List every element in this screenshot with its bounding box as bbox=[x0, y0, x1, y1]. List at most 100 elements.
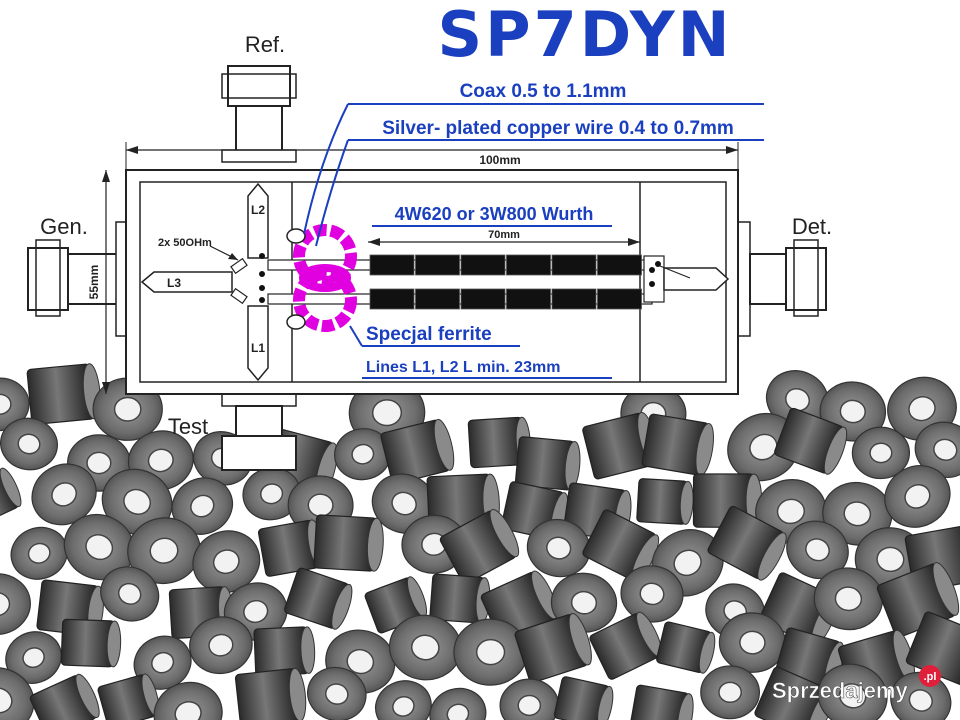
ferrite-sleeve bbox=[506, 288, 551, 310]
watermark-suffix: .pl bbox=[924, 671, 937, 683]
ferrite-bead bbox=[514, 436, 581, 491]
label-lines: Lines L1, L2 L min. 23mm bbox=[366, 359, 560, 376]
ferrite-bead bbox=[101, 468, 173, 536]
ferrite-bead bbox=[813, 567, 884, 631]
ferrite-bead bbox=[822, 481, 893, 546]
ferrite-sleeve bbox=[369, 288, 415, 310]
label-l1: L1 bbox=[251, 341, 265, 355]
ferrite-sleeves bbox=[369, 254, 642, 310]
ferrite-beads-photo bbox=[0, 363, 960, 720]
det-terminal bbox=[643, 255, 730, 303]
ferrite-bead bbox=[620, 565, 684, 623]
ferrite-sleeve bbox=[551, 288, 597, 310]
ref-connector bbox=[221, 65, 297, 163]
dimension-height bbox=[102, 170, 110, 394]
ferrite-bead bbox=[0, 417, 58, 471]
ferrite-bead bbox=[189, 616, 253, 675]
diagram: SP7DYN Ref. Test Gen. bbox=[27, 0, 832, 471]
ferrite-bead bbox=[334, 428, 392, 481]
ferrite-bead bbox=[127, 517, 201, 585]
ferrite-sleeve bbox=[415, 254, 460, 276]
ferrite-bead bbox=[29, 673, 100, 720]
ferrite-bead bbox=[429, 687, 487, 720]
diagram-title: SP7DYN bbox=[438, 0, 733, 71]
ferrite-sleeve bbox=[597, 254, 642, 276]
ferrite-bead bbox=[60, 618, 122, 668]
ferrite-bead bbox=[636, 478, 694, 525]
label-coax: Coax 0.5 to 1.1mm bbox=[460, 81, 627, 102]
line-l2 bbox=[247, 182, 269, 259]
line-l1 bbox=[247, 305, 269, 382]
solder-dots bbox=[259, 253, 265, 303]
label-resistors: 2x 50OHm bbox=[158, 237, 212, 249]
dimension-width-label: 100mm bbox=[479, 153, 520, 167]
ferrite-bead bbox=[313, 514, 384, 572]
label-ferrite-type: 4W620 or 3W800 Wurth bbox=[395, 204, 594, 224]
ferrite-bead bbox=[656, 621, 716, 674]
leader-lines bbox=[303, 103, 764, 379]
det-connector bbox=[737, 221, 827, 337]
ferrite-bead bbox=[0, 573, 31, 636]
ferrite-bead bbox=[700, 665, 760, 720]
ferrite-bead bbox=[589, 611, 663, 680]
label-special-ferrite: Specjal ferrite bbox=[366, 324, 492, 345]
port-label-det: Det. bbox=[792, 214, 832, 239]
ferrite-bead bbox=[851, 426, 911, 480]
ferrite-bead bbox=[914, 421, 960, 478]
test-connector bbox=[221, 393, 297, 471]
ferrite-bead bbox=[439, 509, 520, 585]
ferrite-sleeve bbox=[369, 254, 415, 276]
ferrite-bead bbox=[629, 684, 694, 720]
ferrite-bead bbox=[641, 413, 714, 476]
dimension-height-label: 55mm bbox=[87, 265, 101, 300]
ferrite-bead bbox=[786, 520, 849, 580]
ferrite-bead bbox=[817, 663, 888, 720]
dimension-ferrite bbox=[368, 238, 640, 246]
ferrite-bead bbox=[10, 526, 68, 580]
watermark-text: Sprzedajemy bbox=[772, 678, 908, 703]
resistors bbox=[209, 245, 248, 305]
label-wire: Silver- plated copper wire 0.4 to 0.7mm bbox=[382, 118, 734, 139]
ferrite-bead bbox=[307, 666, 367, 720]
ferrite-sleeve bbox=[415, 288, 460, 310]
ferrite-bead bbox=[5, 631, 62, 684]
dimension-width bbox=[125, 142, 739, 170]
line-l3 bbox=[140, 271, 233, 293]
ferrite-bead bbox=[234, 667, 307, 720]
housing-inner bbox=[139, 181, 727, 383]
ferrite-sleeve bbox=[460, 288, 506, 310]
ferrite-sleeve bbox=[506, 254, 551, 276]
ferrite-bead bbox=[453, 618, 528, 686]
ferrite-bead bbox=[26, 363, 101, 425]
port-label-ref: Ref. bbox=[245, 32, 285, 57]
ferrite-sleeve bbox=[551, 254, 597, 276]
ferrite-sleeve bbox=[597, 288, 642, 310]
port-label-test: Test bbox=[168, 414, 208, 439]
toroid-windings bbox=[286, 224, 357, 332]
ferrite-bead bbox=[153, 681, 223, 720]
ferrite-bead bbox=[0, 377, 30, 432]
ferrite-bead bbox=[774, 407, 848, 475]
ferrite-bead bbox=[388, 614, 462, 681]
label-l2: L2 bbox=[251, 203, 265, 217]
ferrite-bead bbox=[380, 418, 455, 485]
ferrite-sleeve bbox=[460, 254, 506, 276]
dimension-ferrite-label: 70mm bbox=[488, 229, 520, 241]
ferrite-bead bbox=[718, 612, 786, 673]
ferrite-bead bbox=[0, 467, 22, 526]
ferrite-bead bbox=[375, 680, 432, 720]
ferrite-bead bbox=[884, 465, 951, 528]
watermark-badge bbox=[919, 665, 941, 687]
ferrite-bead bbox=[553, 676, 614, 720]
port-label-gen: Gen. bbox=[40, 214, 88, 239]
ferrite-bead bbox=[0, 667, 35, 720]
ferrite-bead bbox=[253, 626, 316, 677]
ferrite-bead bbox=[707, 505, 787, 581]
ferrite-bead bbox=[171, 477, 234, 535]
ferrite-bead bbox=[284, 567, 353, 630]
watermark: Sprzedajemy .pl bbox=[772, 665, 941, 703]
ferrite-bead bbox=[514, 613, 592, 684]
gen-connector bbox=[27, 221, 129, 337]
ferrite-bead bbox=[100, 566, 160, 622]
